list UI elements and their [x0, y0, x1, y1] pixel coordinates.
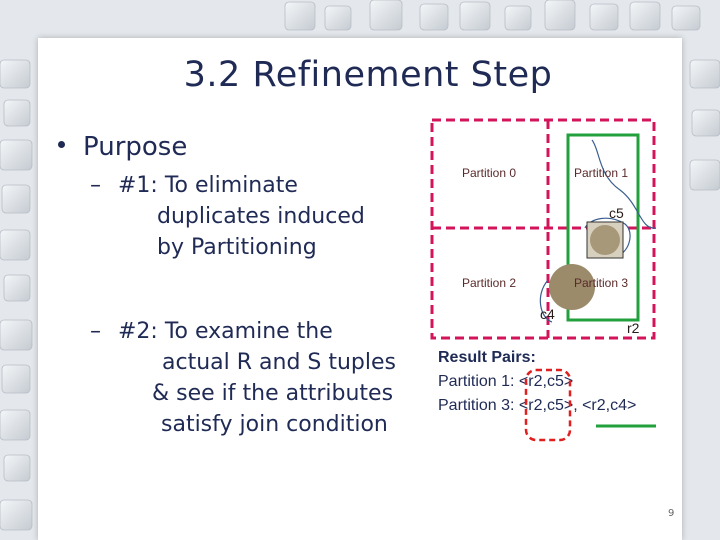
partition-0-label: Partition 0	[462, 166, 517, 180]
partition-1-label: Partition 1	[574, 166, 629, 180]
c4-circle	[549, 264, 595, 310]
sub-item-1: –#1: To eliminate duplicates induced by …	[90, 170, 365, 263]
r2-object-outline	[591, 139, 657, 229]
c4-object-outline	[539, 279, 553, 323]
r2-bounding-box	[566, 133, 640, 322]
item2-line3: & see if the attributes	[152, 381, 394, 406]
r2-label: r2	[627, 320, 640, 336]
result-heading: Result Pairs:	[438, 349, 536, 366]
dash-icon: –	[90, 173, 101, 198]
bullet-dot-icon	[58, 141, 65, 148]
c5-object-outline	[584, 217, 631, 259]
bullet-purpose-label: Purpose	[83, 132, 188, 162]
item1-num: #1:	[118, 173, 158, 198]
result-line-2a: Partition 3: <r2,c5>	[438, 397, 574, 414]
sub-item-2: –#2: To examine the actual R and S tuple…	[90, 316, 396, 440]
bullet-purpose: Purpose	[58, 132, 187, 162]
page-number: 9	[668, 508, 675, 519]
partition-3-label: Partition 3	[574, 276, 629, 290]
item2-line4: satisfy join condition	[161, 412, 388, 437]
c5-label: c5	[609, 205, 624, 221]
item1-line3: by Partitioning	[157, 235, 317, 260]
partition-2-label: Partition 2	[462, 276, 517, 290]
result-pairs: Result Pairs: Partition 1: <r2,c5> Parti…	[438, 346, 636, 418]
item2-num: #2:	[118, 319, 158, 344]
dash-icon: –	[90, 319, 101, 344]
c5-circle	[590, 225, 620, 255]
result-line-1: Partition 1: <r2,c5>	[438, 373, 574, 390]
c4-label: c4	[540, 306, 555, 322]
result-line-2b: , <r2,c4>	[573, 397, 637, 414]
item2-line2: actual R and S tuples	[162, 350, 396, 375]
item2-line1: To examine the	[164, 319, 333, 344]
item1-line1: To eliminate	[164, 173, 298, 198]
slide-title: 3.2 Refinement Step	[183, 55, 553, 95]
item1-line2: duplicates induced	[157, 204, 365, 229]
